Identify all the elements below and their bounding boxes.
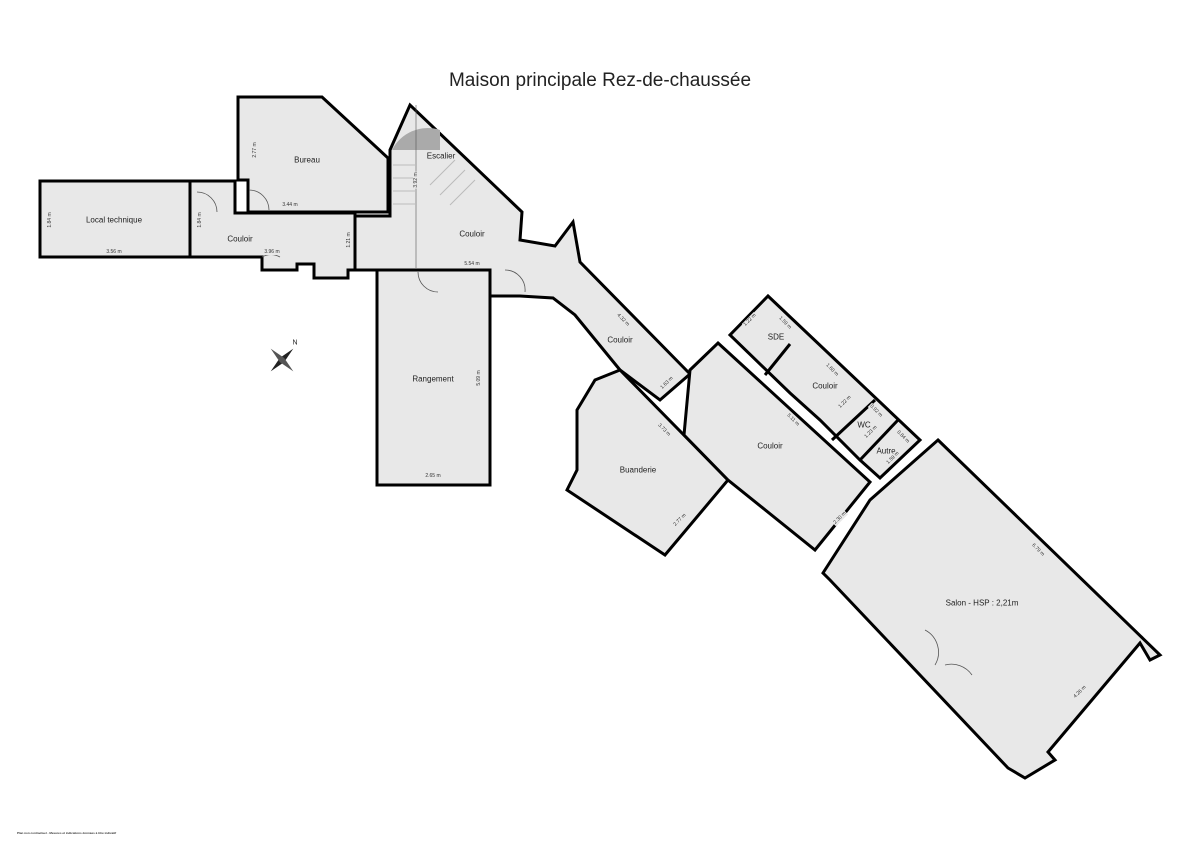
dim-couloir2-width: 5.54 m	[463, 261, 481, 267]
dim-rangement-width: 2.65 m	[424, 473, 442, 479]
label-sde: SDE	[767, 332, 785, 342]
dim-local-width: 3.56 m	[105, 249, 123, 255]
dim-bureau-height: 2.77 m	[252, 141, 258, 159]
room-buanderie	[565, 368, 731, 557]
stair-steps	[393, 159, 476, 206]
disclaimer-footer: Plan non contractuel - Mesures et indica…	[17, 831, 117, 835]
label-couloir-diagonal: Couloir	[607, 335, 633, 345]
label-couloir-small: Couloir	[812, 381, 838, 391]
dim-couloir1-height: 1.84 m	[197, 211, 203, 229]
label-salon: Salon - HSP : 2,21m	[945, 598, 1019, 608]
label-couloir-right: Couloir	[757, 441, 783, 451]
dim-couloir1-width: 3.96 m	[263, 249, 281, 255]
dim-escalier-height: 3.92 m	[413, 171, 419, 189]
room-bureau	[236, 95, 390, 214]
dim-bureau-width: 3.44 m	[281, 202, 299, 208]
room-rangement	[375, 268, 492, 487]
label-couloir-central: Couloir	[459, 229, 485, 239]
label-autre: Autre	[876, 446, 896, 456]
label-bureau: Bureau	[294, 155, 320, 165]
label-buanderie: Buanderie	[619, 465, 657, 475]
label-rangement: Rangement	[412, 374, 454, 384]
compass-icon	[270, 348, 294, 372]
label-escalier: Escalier	[426, 151, 456, 161]
label-couloir-left: Couloir	[227, 234, 253, 244]
dim-couloir1-small: 1.21 m	[346, 231, 352, 249]
dim-local-height: 1.84 m	[47, 211, 53, 229]
plan-title: Maison principale Rez-de-chaussée	[448, 70, 752, 91]
dim-rangement-height: 5.09 m	[476, 369, 482, 387]
label-local-technique: Local technique	[85, 215, 143, 225]
room-couloir-right	[682, 340, 873, 553]
label-wc: WC	[857, 420, 871, 430]
compass-north-label: N	[292, 339, 298, 347]
room-salon	[821, 437, 1163, 780]
